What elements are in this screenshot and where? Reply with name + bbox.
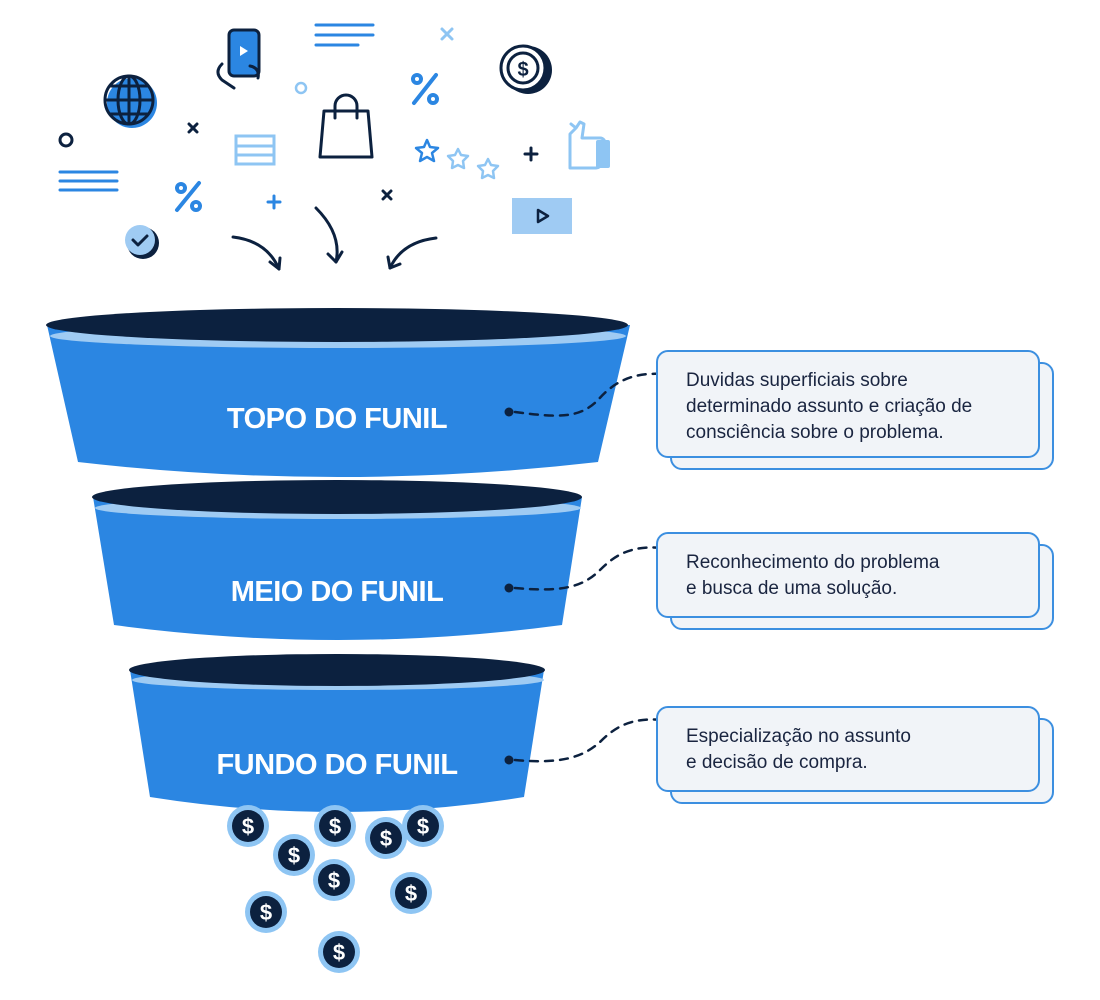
card-body: Reconhecimento do problema e busca de um… (656, 532, 1040, 618)
dollar-coin-icon (314, 805, 356, 847)
video-play-icon (512, 198, 572, 234)
text-lines-icon (58, 170, 119, 192)
card-body: Especialização no assunto e decisão de c… (656, 706, 1040, 792)
text-lines-icon (234, 134, 276, 166)
arrow-down-icon (231, 206, 438, 271)
card-description: Duvidas superficiais sobre determinado a… (686, 370, 973, 443)
stage-title-middle: MEIO DO FUNIL (231, 576, 444, 608)
dollar-coin-icon (402, 805, 444, 847)
close-x-icon (381, 189, 393, 201)
funnel-stage-bottom: FUNDO DO FUNIL (129, 654, 545, 812)
dollar-coin-icon (245, 891, 287, 933)
funnel-stage-middle: MEIO DO FUNIL (92, 480, 582, 640)
close-x-icon (187, 122, 199, 134)
description-card-top: Duvidas superficiais sobre determinado a… (656, 350, 1054, 470)
circle-icon (294, 81, 308, 95)
stage-title-bottom: FUNDO DO FUNIL (216, 749, 457, 781)
plus-icon (266, 194, 282, 210)
dollar-coin-icon (390, 872, 432, 914)
stage-title-top: TOPO DO FUNIL (227, 403, 447, 435)
decorative-icons: $ (58, 23, 610, 271)
card-description: Especialização no assunto e decisão de c… (686, 726, 911, 773)
card-description: Reconhecimento do problema e busca de um… (686, 552, 940, 599)
dollar-coin-icon (227, 805, 269, 847)
dollar-coin-icon (273, 834, 315, 876)
falling-coins (227, 805, 444, 973)
dollar-coin-icon (365, 817, 407, 859)
text-lines-icon (314, 23, 375, 47)
circle-icon (58, 132, 74, 148)
close-x-icon (440, 27, 454, 41)
dollar-coin-icon (318, 931, 360, 973)
star-icon (414, 138, 440, 163)
connector-endpoints (504, 407, 514, 765)
phone-video-icon (216, 28, 261, 90)
description-card-middle: Reconhecimento do problema e busca de um… (656, 532, 1054, 630)
funnel-stage-top: TOPO DO FUNIL (46, 308, 630, 477)
dollar-coin-icon: $ (499, 44, 552, 94)
card-body: Duvidas superficiais sobre determinado a… (656, 350, 1040, 458)
check-badge-icon (125, 225, 159, 259)
description-card-bottom: Especialização no assunto e decisão de c… (656, 706, 1054, 804)
star-icon (446, 147, 500, 180)
svg-text:$: $ (517, 59, 528, 81)
dollar-coin-icon (313, 859, 355, 901)
percent-icon (175, 181, 202, 212)
globe-icon (103, 74, 157, 128)
shopping-bag-icon (318, 93, 374, 159)
percent-icon (411, 73, 439, 105)
plus-icon (523, 146, 539, 162)
dotted-connector-icon (513, 372, 664, 763)
thumbs-up-icon (568, 120, 610, 170)
